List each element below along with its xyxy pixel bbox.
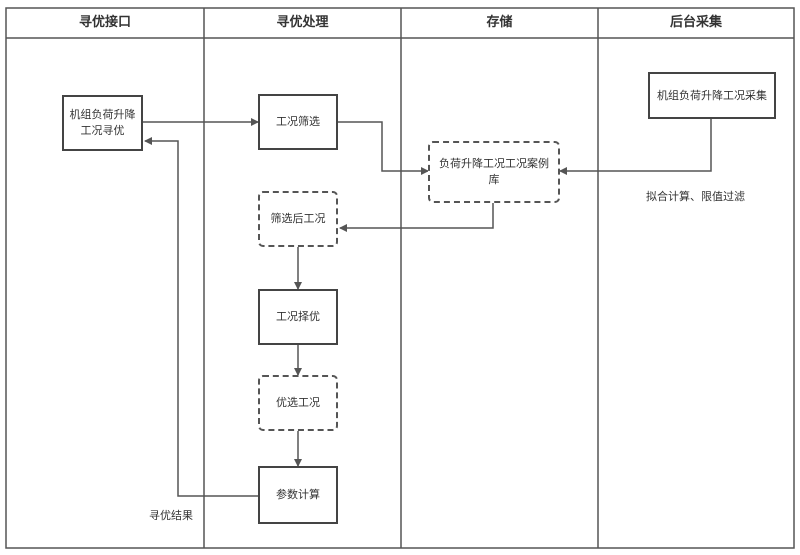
node-unit-load-collect[interactable]: 机组负荷升降工况采集 [648, 72, 776, 119]
node-condition-filter[interactable]: 工况筛选 [258, 94, 338, 150]
arrow-library-to-filtered [339, 203, 494, 232]
node-case-library[interactable]: 负荷升降工况工况案例库 [428, 141, 560, 203]
node-param-calc[interactable]: 参数计算 [258, 466, 338, 524]
arrow-filter-to-library [338, 121, 429, 175]
label-fit-filter: 拟合计算、限值过滤 [646, 190, 745, 203]
node-condition-select[interactable]: 工况择优 [258, 289, 338, 345]
lane-header-background-collect: 后台采集 [669, 15, 722, 30]
arrow-calc-to-optimize [144, 137, 258, 497]
node-unit-load-optimize[interactable]: 机组负荷升降 工况寻优 [62, 95, 143, 151]
lane-header-storage: 存储 [486, 15, 513, 30]
lane-header-optimize-process: 寻优处理 [276, 15, 329, 30]
node-optimal-condition[interactable]: 优选工况 [258, 375, 338, 431]
node-filtered-condition[interactable]: 筛选后工况 [258, 191, 338, 247]
lane-header-optimize-interface: 寻优接口 [78, 15, 131, 30]
swimlane-frame [5, 7, 795, 549]
label-optimize-result: 寻优结果 [149, 509, 193, 522]
arrow-collect-to-library [559, 118, 712, 175]
